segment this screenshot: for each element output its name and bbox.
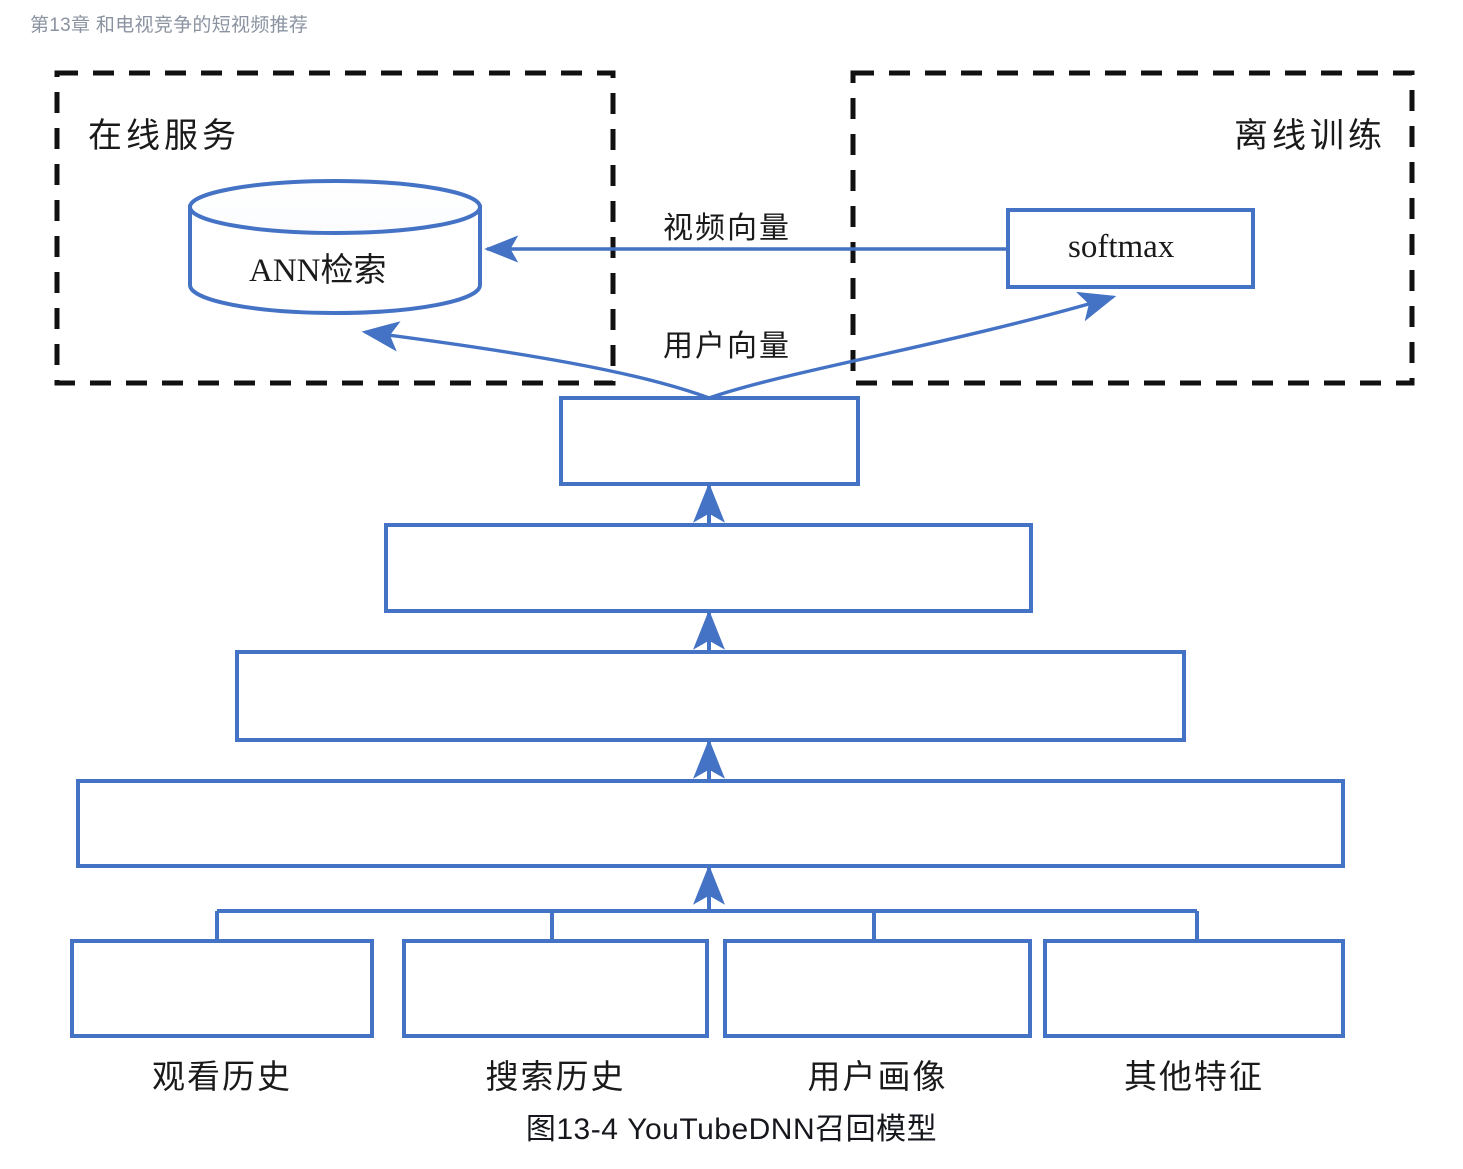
user-vector-arrow-left xyxy=(361,321,710,400)
feature-box-other-features xyxy=(1043,939,1345,1038)
edge-label-user-vector: 用户向量 xyxy=(663,330,791,363)
user-vector-arrow-right xyxy=(708,291,1117,400)
feature-box-search-history xyxy=(402,939,709,1038)
zone-label-offline-training: 离线训练 xyxy=(1234,118,1386,155)
softmax-box xyxy=(1006,208,1255,289)
feature-label-user-profile: 用户画像 xyxy=(807,1060,948,1096)
feature-label-search-history: 搜索历史 xyxy=(485,1060,626,1096)
feature-label-other-features: 其他特征 xyxy=(1124,1060,1264,1096)
node-label-softmax: softmax xyxy=(1068,229,1175,265)
running-head: 第13章 和电视竞争的短视频推荐 xyxy=(30,15,309,36)
layer-4-box xyxy=(76,779,1345,868)
ann-retrieval-cylinder xyxy=(188,179,482,315)
layer-3-box xyxy=(235,650,1186,742)
zone-label-online-service: 在线服务 xyxy=(88,118,240,155)
layer-1-box xyxy=(559,396,860,486)
feature-box-watch-history xyxy=(70,939,374,1038)
edge-label-video-vector: 视频向量 xyxy=(663,212,791,245)
feature-connector-tree xyxy=(215,909,1199,941)
node-label-ann-retrieval: ANN检索 xyxy=(249,253,387,289)
figure-caption: 图13-4 YouTubeDNN召回模型 xyxy=(525,1113,938,1146)
feature-box-user-profile xyxy=(723,939,1032,1038)
layer-2-box xyxy=(384,523,1033,613)
feature-label-watch-history: 观看历史 xyxy=(152,1060,292,1096)
